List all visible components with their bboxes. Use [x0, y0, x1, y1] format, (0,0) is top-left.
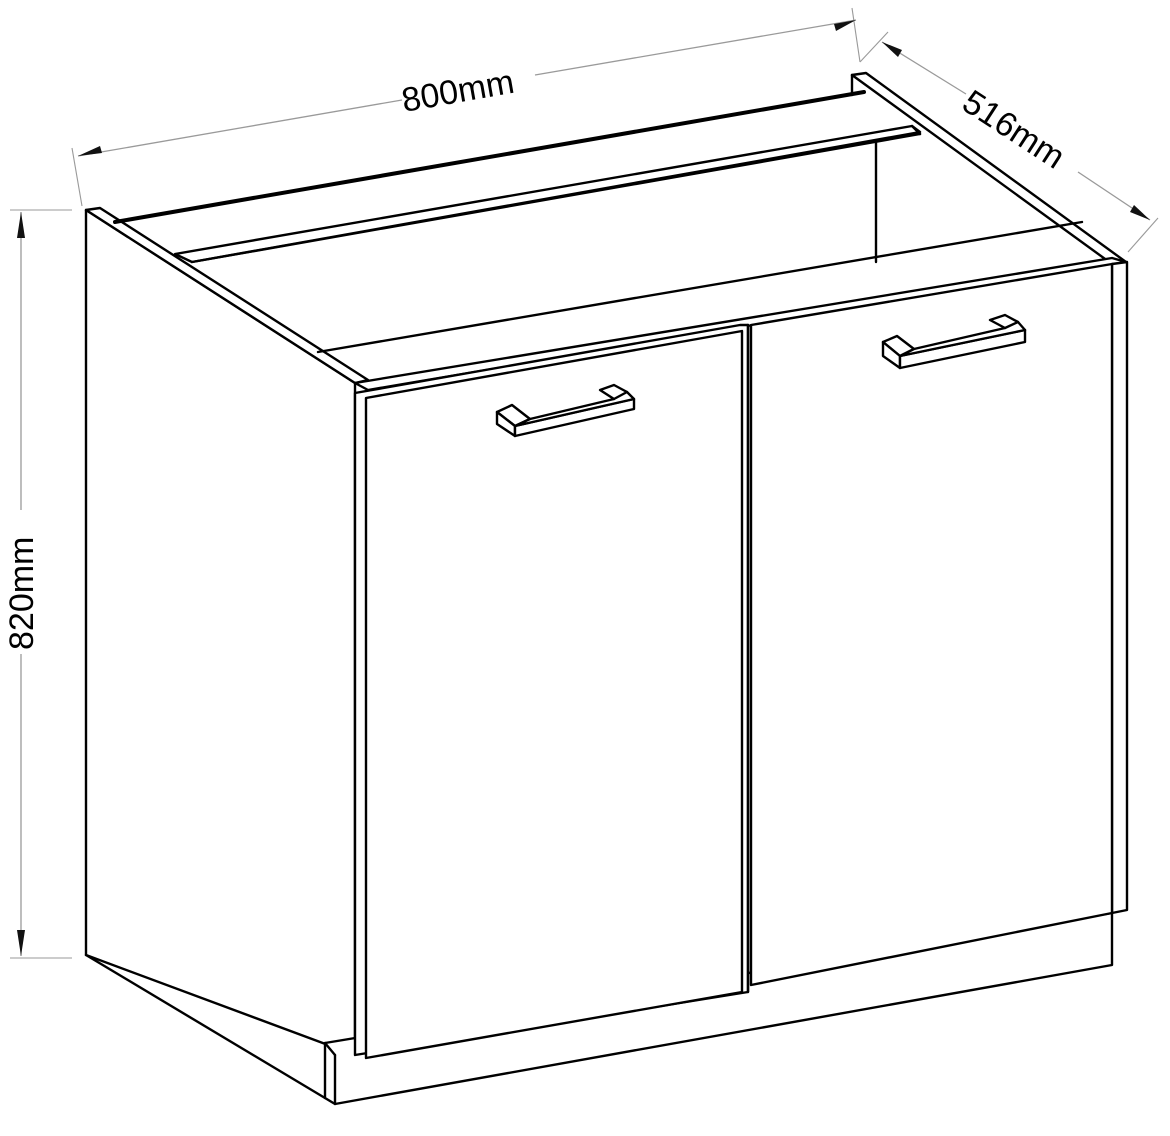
- depth-extension-bottom: [1127, 217, 1159, 253]
- width-label: 800mm: [399, 63, 517, 120]
- back-top-rail-edge: [113, 90, 866, 224]
- height-label: 820mm: [3, 537, 41, 650]
- left-door[interactable]: [353, 323, 750, 1060]
- arrow-left-icon: [78, 146, 102, 156]
- width-dimension-line-right: [534, 19, 857, 76]
- cabinet: [84, 71, 1129, 1106]
- width-dimension-line-left: [77, 99, 403, 157]
- arrow-height-bottom-icon: [17, 930, 25, 956]
- depth-dimension: 516mm: [859, 31, 1159, 253]
- arrow-depth-bottom-icon: [1130, 205, 1150, 220]
- plinth-corner-top: [323, 1041, 337, 1057]
- right-door-face[interactable]: [749, 262, 1114, 987]
- left-side-panel: [84, 208, 357, 1057]
- back-top-rail: [173, 124, 922, 264]
- width-dimension: 800mm: [71, 7, 861, 207]
- front-top-rail-back-edge: [316, 220, 1084, 354]
- handle-right-end-top: [598, 383, 629, 401]
- back-rail-lower-edge: [190, 132, 922, 264]
- width-extension-right: [851, 7, 861, 63]
- width-extension-left: [71, 147, 83, 207]
- back-rail-end: [910, 124, 922, 136]
- right-side-front-edge: [1110, 260, 1129, 915]
- left-door-face[interactable]: [364, 329, 744, 1060]
- arrow-depth-top-icon: [882, 42, 902, 57]
- depth-extension-top: [859, 31, 889, 63]
- right-door[interactable]: [749, 262, 1114, 987]
- left-door-handle[interactable]: [495, 383, 636, 438]
- height-dimension: 820mm: [3, 209, 72, 959]
- handle-right-end-top: [988, 313, 1020, 330]
- left-side-bottom-edge: [84, 953, 327, 1100]
- arrow-height-top-icon: [17, 212, 25, 238]
- arrow-right-icon: [834, 20, 856, 31]
- right-door-handle[interactable]: [881, 313, 1027, 370]
